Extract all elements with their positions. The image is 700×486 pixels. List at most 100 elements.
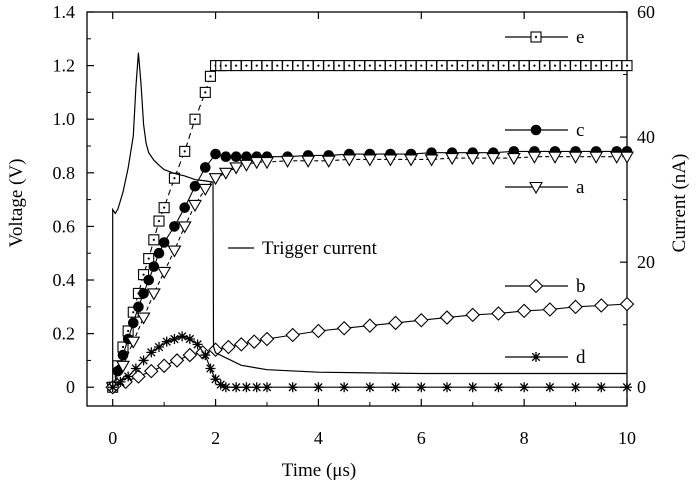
- data-point: [301, 155, 316, 168]
- data-point: [138, 355, 149, 366]
- data-point: [589, 151, 604, 164]
- legend-label: a: [576, 177, 585, 198]
- data-point: [362, 154, 377, 167]
- data-point: [127, 317, 139, 329]
- data-point: [527, 151, 542, 164]
- data-point: [177, 221, 192, 234]
- data-point-dot: [574, 64, 577, 67]
- data-point-dot: [564, 64, 567, 67]
- legend-marker-dot: [534, 35, 538, 39]
- data-point-dot: [327, 64, 330, 67]
- series-b: [105, 296, 635, 395]
- x-tick-label: 8: [520, 428, 529, 448]
- data-point: [596, 382, 607, 393]
- series-layer: [105, 52, 635, 395]
- data-point: [161, 336, 172, 347]
- y2-tick-label: 60: [637, 2, 655, 22]
- data-point-dot: [584, 64, 587, 67]
- data-point: [208, 173, 223, 186]
- data-point: [251, 382, 262, 393]
- data-point: [311, 323, 326, 339]
- data-point-dot: [245, 64, 248, 67]
- data-point: [179, 202, 191, 213]
- data-point: [609, 151, 624, 164]
- series-a: [105, 151, 634, 395]
- data-point-dot: [492, 64, 495, 67]
- data-point: [241, 382, 252, 393]
- data-point-dot: [163, 206, 166, 209]
- y-tick-label: 0: [66, 377, 75, 397]
- data-point: [200, 350, 211, 361]
- data-point-dot: [420, 64, 423, 67]
- data-point: [260, 157, 274, 170]
- data-point: [133, 301, 144, 313]
- y-tick-label: 0.8: [53, 163, 76, 183]
- data-point: [336, 320, 352, 336]
- data-point: [146, 288, 161, 301]
- data-point: [445, 153, 460, 166]
- plot-area: [86, 11, 628, 407]
- data-point: [285, 327, 300, 343]
- data-point: [215, 379, 226, 390]
- data-point: [146, 347, 157, 358]
- data-point: [342, 154, 357, 167]
- data-point-dot: [337, 64, 341, 67]
- data-point-dot: [183, 150, 186, 153]
- data-point: [188, 199, 202, 213]
- data-point: [544, 382, 555, 393]
- data-point-dot: [595, 64, 598, 67]
- data-point: [156, 358, 172, 374]
- data-point: [130, 363, 141, 374]
- data-point: [414, 312, 429, 328]
- y2-tick-label: 20: [637, 252, 655, 272]
- y-tick-label: 0.4: [53, 270, 76, 290]
- series-trigger-current: [112, 52, 627, 388]
- data-point: [199, 162, 211, 173]
- legend-marker: [530, 124, 542, 136]
- x-tick-label: 4: [314, 428, 323, 448]
- data-point: [467, 382, 478, 393]
- data-point: [259, 331, 275, 347]
- series-line: [112, 52, 627, 388]
- plot-frame: [86, 11, 628, 407]
- data-point: [138, 288, 149, 299]
- data-point: [220, 382, 231, 393]
- data-point: [506, 153, 521, 166]
- data-point: [493, 382, 504, 393]
- annotation-trigger-current: Trigger current: [262, 238, 378, 259]
- data-point: [491, 306, 506, 321]
- data-point-dot: [512, 64, 515, 67]
- data-point-dot: [209, 75, 212, 78]
- data-point: [208, 342, 223, 357]
- data-point: [123, 371, 134, 382]
- data-point: [115, 376, 126, 387]
- data-point-dot: [625, 64, 629, 67]
- data-point: [117, 349, 129, 361]
- y2-tick-label: 40: [637, 127, 655, 147]
- data-point-dot: [615, 64, 618, 67]
- data-point: [383, 154, 398, 167]
- data-point: [241, 151, 252, 163]
- data-point-dot: [471, 64, 474, 67]
- data-point: [424, 154, 439, 167]
- data-point-dot: [543, 64, 546, 67]
- data-point-dot: [451, 64, 454, 67]
- data-point: [390, 382, 401, 393]
- data-point: [231, 382, 242, 393]
- data-point: [519, 382, 530, 393]
- x-tick-label: 2: [211, 428, 220, 448]
- data-point: [205, 363, 216, 374]
- data-point: [229, 162, 244, 175]
- data-point: [221, 339, 236, 355]
- data-point-dot: [399, 64, 402, 67]
- data-point: [153, 247, 165, 259]
- data-point: [118, 374, 133, 390]
- data-point-dot: [142, 273, 145, 276]
- data-point: [313, 382, 324, 393]
- data-point: [230, 151, 242, 163]
- data-point: [246, 334, 262, 349]
- legend-item-c: c: [505, 120, 584, 141]
- data-point: [249, 157, 264, 170]
- data-point-dot: [127, 329, 130, 333]
- y-tick-label: 1.2: [53, 56, 76, 76]
